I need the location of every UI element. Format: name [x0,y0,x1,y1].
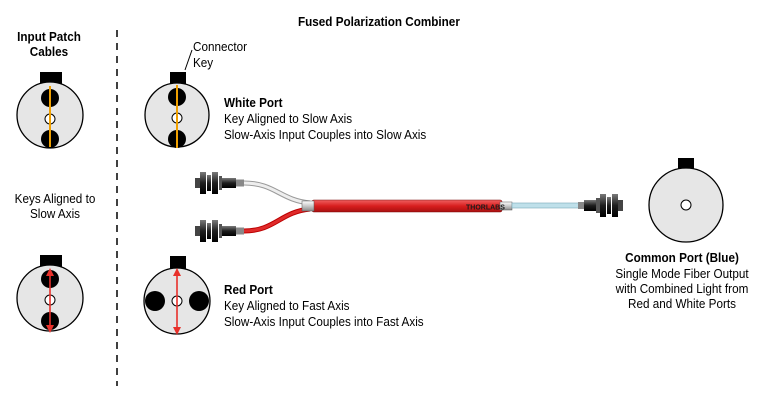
common-port-line1: Single Mode Fiber Output [615,266,749,281]
connector-key-pointer [184,49,193,71]
red-port-line1: Key Aligned to Fast Axis [224,298,350,313]
output-fiber [511,202,585,209]
white-port-face [144,72,210,148]
brand-label: THORLABS [466,205,505,212]
input-cables-heading-line1: Input Patch [17,29,81,44]
diagram-title: Fused Polarization Combiner [298,14,460,29]
white-port-connector [195,172,244,194]
red-port-face [143,256,211,335]
common-port-line3: Red and White Ports [628,296,736,311]
white-port-name: White Port [224,95,283,110]
input-cable-face-red [16,255,84,333]
red-port-line2: Slow-Axis Input Couples into Fast Axis [224,314,424,329]
connector-key-label-line1: Connector [193,39,247,54]
keys-aligned-line1: Keys Aligned to [14,191,96,206]
connector-key-tab [678,158,694,170]
connector-key-tab [170,72,186,85]
combiner-assembly: THORLABS [195,172,623,242]
connector-key-tab [170,256,186,269]
white-port-line1: Key Aligned to Slow Axis [224,111,353,126]
common-port-line2: with Combined Light from [615,281,749,296]
input-cable-face-slow [16,72,84,149]
stress-rod [145,291,165,311]
common-port-name: Common Port (Blue) [625,250,739,265]
fiber-core [680,199,692,211]
stress-rod [189,291,209,311]
common-port-connector [578,194,623,217]
common-port-face [648,158,724,243]
red-port-name: Red Port [224,282,273,297]
red-port-connector [195,220,244,242]
connector-key-label-line2: Key [193,55,214,70]
input-cables-heading-line2: Cables [29,44,69,59]
white-port-line2: Slow-Axis Input Couples into Slow Axis [224,127,427,142]
keys-aligned-line2: Slow Axis [29,206,81,221]
